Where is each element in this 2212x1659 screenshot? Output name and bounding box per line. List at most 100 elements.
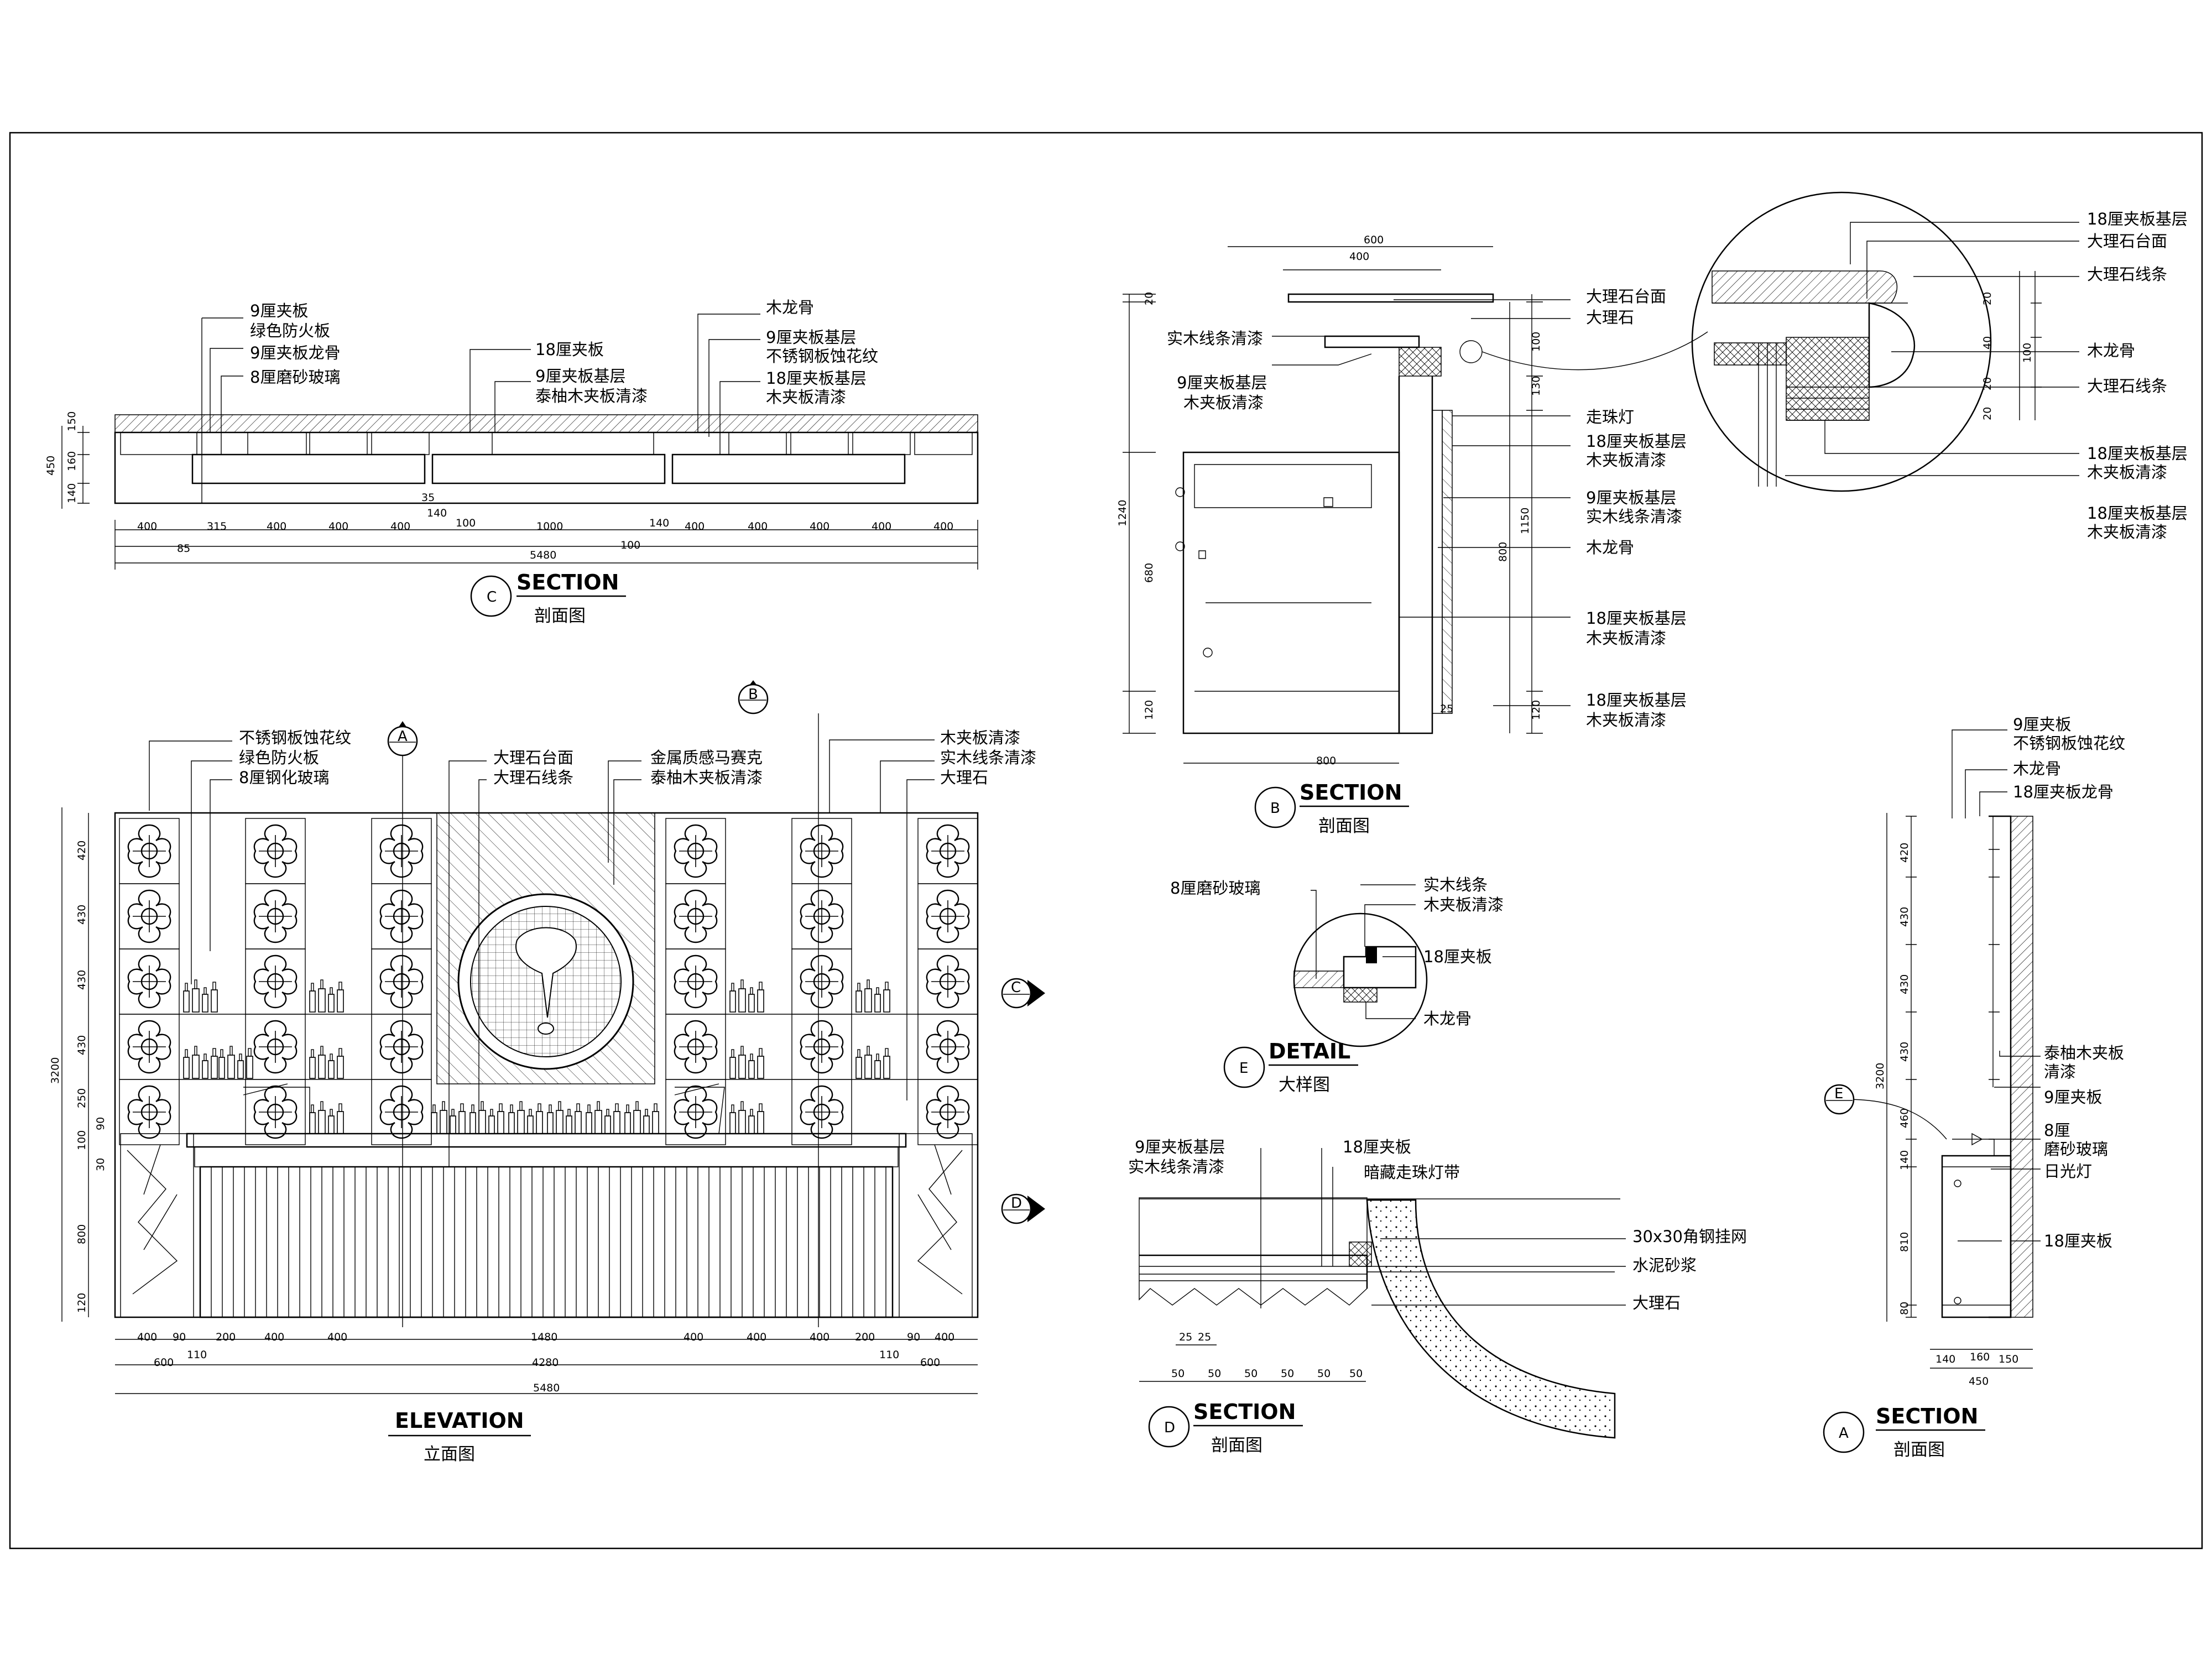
elevation-title: ELEVATION	[395, 1408, 524, 1433]
elevation-dim-v-3: 430	[76, 1035, 88, 1055]
section-b-title: SECTION	[1300, 780, 1402, 805]
section-d-dim-0: 50	[1171, 1368, 1185, 1380]
section-c-title: SECTION	[517, 570, 619, 594]
section-d-bubble	[1148, 1406, 1190, 1448]
section-c-label-3: 8厘磨砂玻璃	[250, 368, 340, 387]
elevation-dim-11: 400	[935, 1331, 954, 1343]
section-c-label-11: 木夹板清漆	[766, 388, 846, 406]
section-c-dim-small-4: 140	[649, 517, 669, 529]
section-b-dim-left-1: 1240	[1117, 500, 1129, 526]
detail-e-bubble-letter: E	[1239, 1060, 1248, 1077]
section-b: 大理石台面 大理石 走珠灯 18厘夹板基层 木夹板清漆 9厘夹板基层 实木线条清…	[1117, 191, 2188, 836]
elevation-dim-total: 5480	[533, 1382, 560, 1394]
section-a-label-10: 18厘夹板	[2044, 1232, 2112, 1250]
detail-e-label-0: 8厘磨砂玻璃	[1170, 879, 1260, 898]
elevation: 不锈钢板蚀花纹 绿色防火板 8厘钢化玻璃 大理石台面 大理石线条 金属质感马赛克…	[49, 680, 1045, 1464]
section-b-right-label-3: 18厘夹板基层	[1586, 432, 1687, 451]
detail-e-label-4: 木龙骨	[1423, 1009, 1472, 1028]
section-b-dim-right-0: 100	[1530, 332, 1542, 352]
section-b-dim-right-5: 25	[1440, 703, 1453, 715]
detail-e-label-3: 18厘夹板	[1423, 947, 1492, 966]
section-c-dim-total: 5480	[530, 549, 556, 561]
left-marble-panel	[120, 1133, 194, 1318]
elevation-dim-6: 400	[684, 1331, 703, 1343]
section-c-bubble-letter: C	[487, 589, 497, 606]
elevation-label-3: 大理石台面	[493, 748, 573, 767]
marker-a-letter: A	[398, 728, 408, 745]
section-d-dim-4: 50	[1317, 1368, 1331, 1380]
elevation-dim-1: 90	[173, 1331, 186, 1343]
section-b-detail-label-7: 18厘夹板基层	[2087, 504, 2188, 523]
elevation-subtitle: 立面图	[424, 1444, 475, 1464]
section-c-dim-4: 400	[390, 520, 410, 533]
right-marble-panel	[899, 1133, 973, 1318]
section-c-label-9: 不锈钢板蚀花纹	[766, 347, 878, 366]
section-a-bubble	[1823, 1411, 1865, 1453]
section-a-label-2: 木龙骨	[2013, 759, 2061, 778]
elevation-dim-5: 1480	[531, 1331, 557, 1343]
section-b-right-label-11: 木夹板清漆	[1586, 711, 1666, 729]
section-a: E 9厘夹板 不锈钢板蚀花纹 木龙骨 18厘夹板龙骨 泰柚木夹板 清漆 9厘夹板…	[1823, 715, 2125, 1460]
elevation-dim-row2-1: 110	[187, 1349, 207, 1361]
section-c-dim-9: 400	[872, 520, 891, 533]
section-a-label-3: 18厘夹板龙骨	[2013, 782, 2114, 801]
section-b-detail-circle	[1691, 191, 1992, 492]
section-c: 9厘夹板 绿色防火板 9厘夹板龙骨 8厘磨砂玻璃 18厘夹板 9厘夹板基层 泰柚…	[45, 298, 979, 626]
section-d-dim-3: 50	[1281, 1368, 1294, 1380]
section-a-label-8: 磨砂玻璃	[2044, 1140, 2108, 1159]
section-c-dim-8: 400	[810, 520, 830, 533]
section-d-dim-5: 50	[1349, 1368, 1363, 1380]
section-c-dim-small-1: 140	[427, 507, 447, 519]
section-a-dim-bottom-2: 150	[1999, 1353, 2018, 1365]
section-a-dim-v-4: 3200	[1874, 1063, 1886, 1089]
section-a-marker-e-letter: E	[1834, 1086, 1843, 1102]
section-b-detail-label-6: 木夹板清漆	[2087, 463, 2167, 482]
elevation-dim-3: 400	[264, 1331, 284, 1343]
elevation-dim-row2-3: 110	[879, 1349, 899, 1361]
elevation-dim-v-1: 430	[76, 905, 88, 925]
section-a-label-5: 清漆	[2044, 1062, 2076, 1081]
elevation-dim-v-9: 120	[76, 1293, 88, 1313]
section-a-dim-v-6: 140	[1898, 1150, 1911, 1170]
section-b-detail-label-2: 大理石线条	[2087, 265, 2167, 284]
section-b-dim-left-2: 680	[1143, 563, 1155, 583]
section-c-dim-v-2: 140	[66, 483, 78, 503]
marker-d-letter: D	[1011, 1195, 1022, 1212]
section-b-detail-dim-1: 40	[1981, 336, 1994, 349]
elevation-dim-9: 200	[855, 1331, 875, 1343]
section-c-ceiling-hatch	[114, 414, 978, 433]
section-b-dim-left-3: 120	[1143, 700, 1155, 720]
elevation-dim-v-2: 430	[76, 970, 88, 990]
section-b-detail-label-4: 大理石线条	[2087, 377, 2167, 395]
elevation-label-6: 泰柚木夹板清漆	[650, 768, 763, 787]
elevation-dim-8: 400	[810, 1331, 830, 1343]
section-c-dim-0: 400	[137, 520, 157, 533]
elevation-dim-4: 400	[327, 1331, 347, 1343]
detail-e-bubble	[1223, 1046, 1265, 1088]
section-b-dim-bottom: 800	[1316, 755, 1336, 767]
section-b-right-label-6: 实木线条清漆	[1586, 507, 1682, 526]
section-b-bubble	[1254, 786, 1296, 828]
section-b-detail-label-1: 大理石台面	[2087, 232, 2167, 251]
section-a-dim-v-1: 430	[1898, 907, 1911, 927]
elevation-dim-row2-4: 600	[920, 1357, 940, 1369]
section-d-subtitle: 剖面图	[1211, 1436, 1262, 1455]
section-b-detail-dim-2: 100	[2021, 343, 2033, 363]
detail-e-subtitle: 大样图	[1279, 1075, 1330, 1095]
section-c-dim-small-0: 35	[421, 492, 435, 504]
section-b-right-label-5: 9厘夹板基层	[1586, 488, 1676, 507]
elevation-dim-row2-0: 600	[154, 1357, 174, 1369]
section-b-detail-dim-0: 20	[1981, 292, 1994, 305]
section-d-dim-2: 50	[1244, 1368, 1258, 1380]
marker-c: C	[1001, 978, 1045, 1009]
elevation-dim-10: 90	[907, 1331, 920, 1343]
section-a-bubble-letter: A	[1839, 1425, 1849, 1442]
section-c-label-4: 18厘夹板	[535, 340, 604, 359]
section-d-label-4: 30x30角钢挂网	[1632, 1227, 1747, 1246]
elevation-dim-row2-2: 4280	[532, 1357, 559, 1369]
section-c-dim-v-1: 160	[66, 451, 78, 471]
section-b-left-label-2: 木夹板清漆	[1183, 393, 1264, 412]
section-d-label-6: 大理石	[1632, 1293, 1681, 1312]
section-a-label-0: 9厘夹板	[2013, 715, 2071, 734]
